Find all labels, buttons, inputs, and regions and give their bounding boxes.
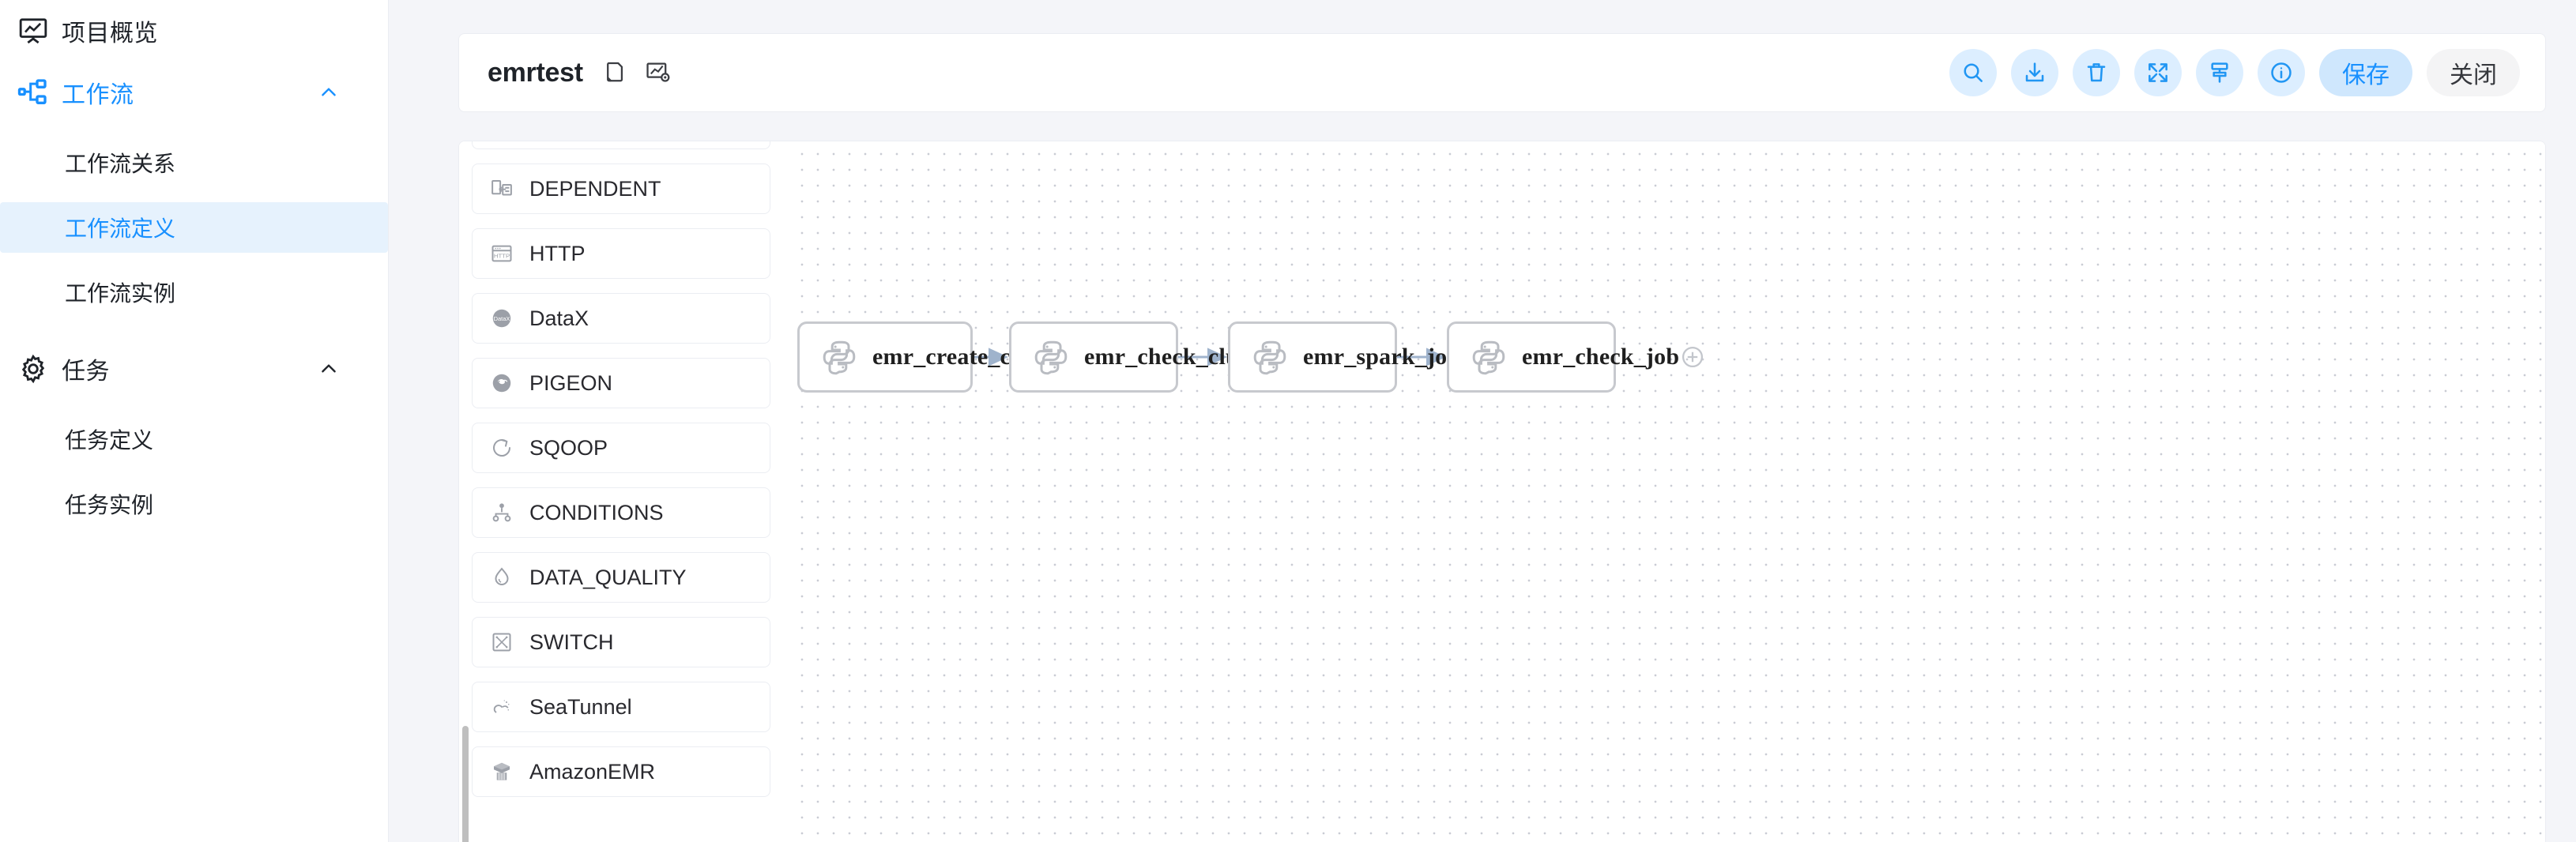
sidebar-item-workflow-instance[interactable]: 工作流实例 [0,267,388,318]
task-type-label: PIGEON [529,370,613,395]
sidebar-label-workflow-relation: 工作流关系 [65,152,176,176]
task-type-item-conditions[interactable]: CONDITIONS [472,487,770,538]
task-type-label: HTTP [529,241,586,265]
sidebar-item-task-instance[interactable]: 任务实例 [0,479,388,529]
chevron-up-icon[interactable] [318,359,339,379]
sidebar-label-workflow: 工作流 [62,82,134,108]
page-title: emrtest [488,57,583,88]
dag-node-emr_create_cluster[interactable]: emr_create_cluster [797,321,1094,393]
task-type-label: SWITCH [529,630,614,654]
pigeon-icon [488,370,515,397]
workflow-icon [16,75,51,110]
task-type-item-switch[interactable]: SWITCH [472,617,770,667]
dag-node-emr_check_job[interactable]: emr_check_job [1447,321,1704,393]
svg-text:HTTP: HTTP [494,253,510,260]
dag-node-label: emr_spark_job [1303,344,1461,370]
search-icon[interactable] [1949,49,1997,96]
task-type-label: CONDITIONS [529,500,664,524]
seatunnel-icon [488,694,515,720]
left-sidebar: 项目概览 工作流 [0,0,389,842]
dag-node-label: emr_check_job [1522,344,1680,370]
sidebar-label-task-definition: 任务定义 [65,428,154,453]
close-button[interactable]: 关闭 [2427,49,2520,96]
sidebar-label-task: 任务 [62,359,110,385]
task-type-item-seatunnel[interactable]: SeaTunnel [472,682,770,732]
copy-icon[interactable] [601,59,627,86]
dag-node-emr_check_cluster[interactable]: emr_check_cluster [1009,321,1302,393]
task-type-label: AmazonEMR [529,759,656,784]
task-type-item-pigeon[interactable]: PIGEON [472,358,770,408]
task-type-item-partial[interactable] [472,141,770,149]
workflow-toolbar: 保存 关闭 [1949,49,2520,96]
sidebar-item-workflow-definition[interactable]: 工作流定义 [0,202,388,253]
add-connection-icon[interactable] [1679,344,1706,370]
task-type-list: DEPENDENT HTTP HTTP DataX DataX PIGEON SQOOP CO… [472,141,770,811]
task-type-item-sqoop[interactable]: SQOOP [472,423,770,473]
task-type-item-data_quality[interactable]: DATA_QUALITY [472,552,770,603]
dependent-icon [488,175,515,202]
task-panel-scrollbar[interactable] [462,726,469,842]
data-quality-icon [488,564,515,591]
task-type-item-dependent[interactable]: DEPENDENT [472,164,770,214]
nav-group-task: 任务 任务定义 任务实例 [0,338,388,529]
python-icon [820,338,858,376]
sidebar-item-workflow[interactable]: 工作流 [0,62,388,123]
task-type-item-amazonemr[interactable]: AmazonEMR [472,746,770,797]
dashboard-icon [16,13,51,48]
sidebar-item-workflow-relation[interactable]: 工作流关系 [0,137,388,188]
datax-icon: DataX [488,305,515,332]
workflow-header-bar: emrtest [458,33,2546,112]
chevron-up-icon[interactable] [318,82,339,103]
download-icon[interactable] [2011,49,2058,96]
python-icon [1251,338,1289,376]
amazon-emr-icon [488,758,515,785]
sqoop-icon [488,434,515,461]
task-type-label: DATA_QUALITY [529,565,687,589]
nav-group-workflow: 工作流 工作流关系 工作流定义 工作流实例 [0,62,388,318]
dag-node-emr_spark_job[interactable]: emr_spark_job [1228,321,1485,393]
python-icon [1032,338,1070,376]
save-button[interactable]: 保存 [2319,49,2412,96]
http-icon: HTTP [488,240,515,267]
dag-edges [973,348,1446,366]
sidebar-item-task-definition[interactable]: 任务定义 [0,414,388,464]
task-type-panel: DEPENDENT HTTP HTTP DataX DataX PIGEON SQOOP CO… [459,141,789,842]
workflow-title-group: emrtest [488,58,672,88]
main-area: emrtest [389,0,2576,842]
task-type-label: DataX [529,306,589,330]
svg-text:DataX: DataX [494,315,510,322]
info-icon[interactable] [2258,49,2305,96]
gear-icon [16,351,51,386]
sidebar-label-task-instance: 任务实例 [65,493,154,517]
sidebar-label-project-overview: 项目概览 [62,21,158,47]
task-type-item-datax[interactable]: DataX DataX [472,293,770,344]
switch-icon [488,629,515,656]
task-type-label: DEPENDENT [529,176,661,201]
format-icon[interactable] [2196,49,2243,96]
sidebar-item-task[interactable]: 任务 [0,338,388,400]
conditions-icon [488,499,515,526]
workflow-editor-card: DEPENDENT HTTP HTTP DataX DataX PIGEON SQOOP CO… [458,141,2546,842]
fullscreen-icon[interactable] [2134,49,2182,96]
sidebar-label-workflow-instance: 工作流实例 [65,281,176,306]
python-icon [1470,338,1508,376]
task-type-label: SeaTunnel [529,694,632,719]
task-type-item-http[interactable]: HTTP HTTP [472,228,770,279]
delete-icon[interactable] [2073,49,2120,96]
nav-group-overview: 项目概览 [0,0,388,62]
chart-preview-icon[interactable] [645,59,672,86]
sidebar-label-workflow-definition: 工作流定义 [65,216,176,241]
task-type-label: SQOOP [529,435,608,460]
sidebar-item-project-overview[interactable]: 项目概览 [0,0,388,62]
